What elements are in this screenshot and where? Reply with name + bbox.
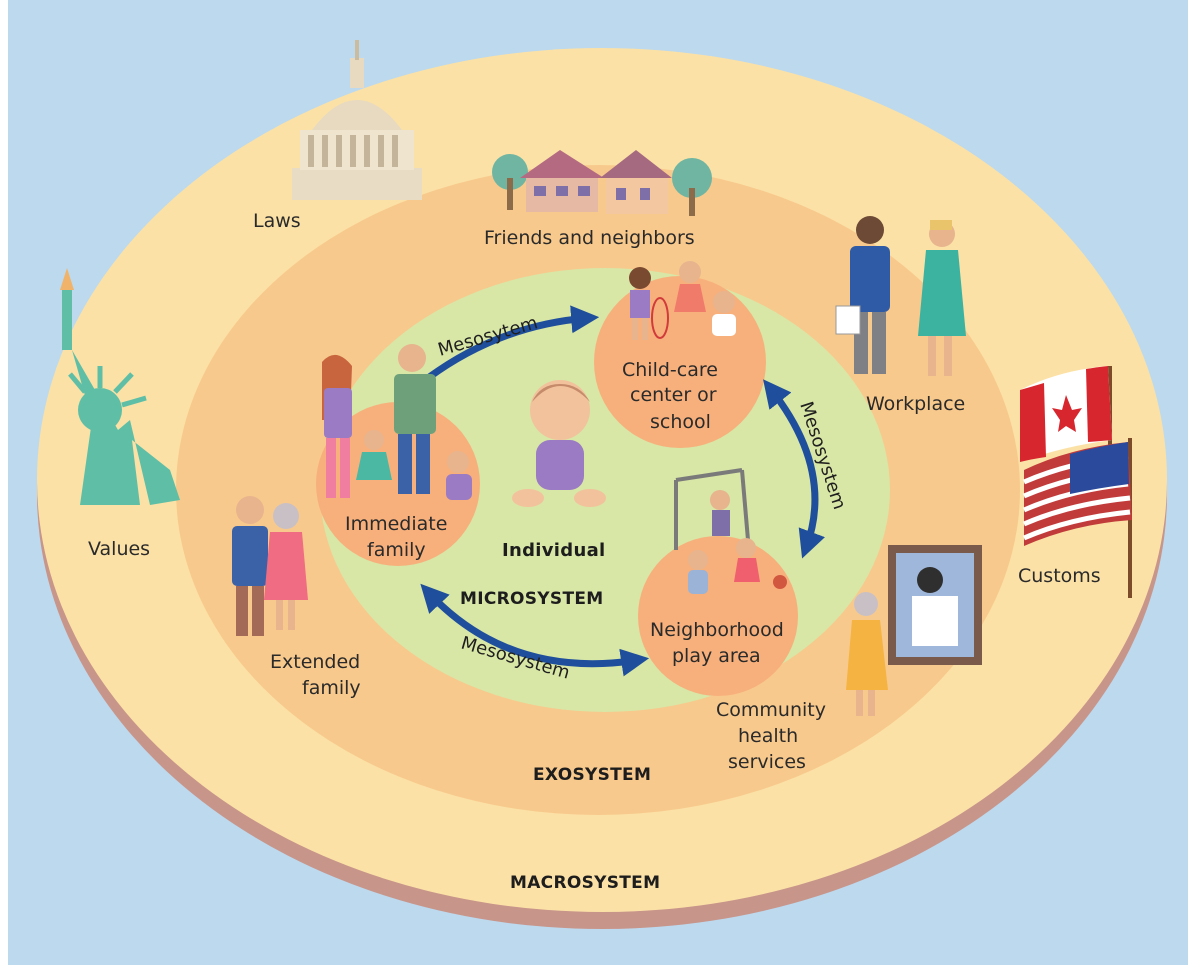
child-care-label-line3: school (650, 411, 711, 433)
values-label: Values (88, 538, 150, 560)
mesosystem-arrow-right (763, 379, 825, 559)
statue-of-liberty-icon (60, 268, 180, 505)
friends-neighbors-label: Friends and neighbors (484, 227, 695, 249)
child-care-label-line1: Child-care (622, 359, 718, 381)
macrosystem-label: MACROSYSTEM (510, 873, 660, 893)
community-health-icon (846, 545, 982, 716)
microsystem-label: MICROSYSTEM (460, 589, 603, 609)
individual-label: Individual (502, 540, 606, 561)
flags-icon (1020, 366, 1132, 598)
immediate-family-label-line2: family (367, 539, 426, 561)
immediate-family-label-line1: Immediate (345, 513, 447, 535)
playground-icon (674, 468, 787, 594)
houses-icon (492, 150, 712, 216)
community-label-line2: health (738, 725, 798, 747)
community-label-line3: services (728, 751, 806, 773)
extended-family-label-line2: family (302, 677, 361, 699)
capitol-icon (292, 40, 422, 200)
exosystem-label: EXOSYSTEM (533, 765, 651, 785)
play-area-label-line2: play area (672, 645, 761, 667)
extended-family-label-line1: Extended (270, 651, 360, 673)
mesosystem-arrow-top (425, 305, 600, 381)
baby-icon (512, 380, 606, 507)
extended-family-icon (232, 496, 308, 636)
laws-label: Laws (253, 210, 301, 232)
child-care-label-line2: center or (630, 384, 717, 406)
mesosystem-arrow-bottom (420, 583, 650, 677)
children-icon (629, 261, 736, 340)
workplace-people-icon (835, 216, 966, 376)
play-area-label-line1: Neighborhood (650, 619, 784, 641)
immediate-family-icon (322, 344, 472, 500)
community-label-line1: Community (716, 699, 826, 721)
workplace-label: Workplace (866, 393, 965, 415)
play-area-circle (638, 536, 798, 696)
customs-label: Customs (1018, 565, 1101, 587)
